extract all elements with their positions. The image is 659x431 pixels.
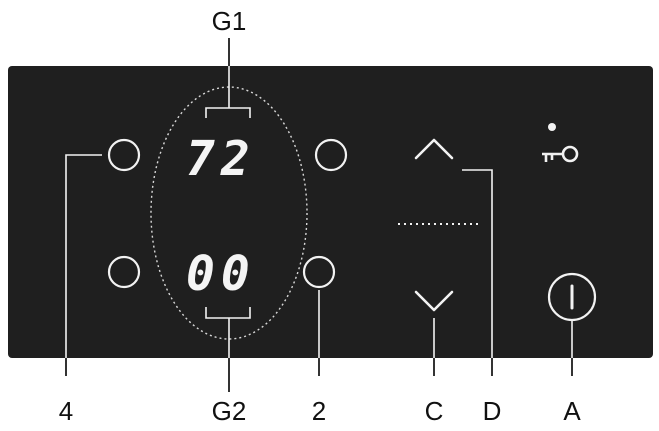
zone-button-bottom-right[interactable] [302,255,336,289]
display-bottom: 00 [186,246,256,302]
label-4: 4 [59,396,73,426]
label-g1: G1 [212,6,247,36]
chevron-up-icon[interactable] [414,138,454,160]
label-c: C [425,396,444,426]
label-g2: G2 [212,396,247,426]
label-d: D [483,396,502,426]
label-a: A [563,396,581,426]
label-4-leader-inner [65,154,102,358]
label-d-leader-inner [462,169,493,358]
key-lock-icon[interactable] [542,123,579,163]
zone-button-top-right[interactable] [314,138,348,172]
zone-button-bottom-left[interactable] [107,255,141,289]
g1-bracket [205,107,251,118]
display-top: 72 [186,131,256,187]
label-2: 2 [312,396,326,426]
chevron-down-icon[interactable] [414,290,454,312]
g2-bracket [205,307,251,319]
zone-button-top-left[interactable] [107,138,141,172]
